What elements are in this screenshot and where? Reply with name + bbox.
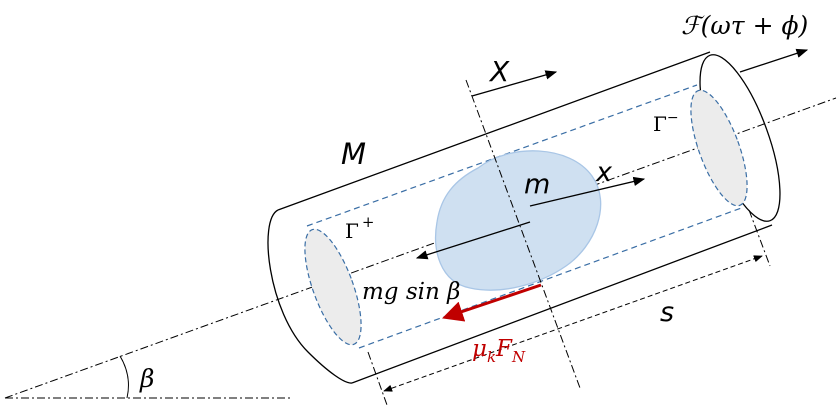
incline-axis (4, 97, 837, 399)
small-x-arrow (529, 176, 646, 207)
small-m-label: m (524, 169, 550, 200)
friction-mu-subscript: k (487, 348, 496, 366)
force-label: ℱ(ωτ + ϕ) (681, 11, 808, 40)
gamma-minus-surface (690, 89, 748, 207)
s-extension-left (367, 351, 388, 406)
gamma-minus-superscript: − (667, 110, 679, 126)
force-arrow (739, 48, 809, 73)
gamma-plus-superscript: + (362, 213, 375, 231)
gamma-plus-surface (304, 228, 362, 346)
left-end-cap (267, 209, 353, 384)
gamma-plus-symbol: Γ (345, 219, 359, 243)
beta-label: β (139, 364, 154, 393)
gamma-minus-label: Γ− (653, 110, 679, 136)
gravity-arrow (415, 221, 531, 260)
gravity-label: mg sin β (362, 279, 460, 305)
small-x-label: x (595, 157, 613, 188)
inner-top-edge (306, 84, 698, 227)
s-label: s (660, 297, 674, 328)
big-m-label: M (341, 137, 366, 171)
friction-normal-f: F (495, 336, 513, 362)
gamma-minus-symbol: Γ (653, 112, 667, 136)
friction-mu: μ (472, 336, 487, 362)
angle-arc (119, 355, 129, 399)
s-dimension-line (383, 255, 763, 392)
friction-normal-subscript: N (511, 348, 526, 366)
big-x-arrow (471, 70, 558, 97)
gamma-plus-label: Γ+ (345, 213, 374, 243)
cylinder-top-edge (277, 51, 711, 211)
big-x-label: X (488, 55, 510, 88)
s-extension-right (748, 209, 771, 267)
friction-label: μkFN (472, 336, 526, 366)
